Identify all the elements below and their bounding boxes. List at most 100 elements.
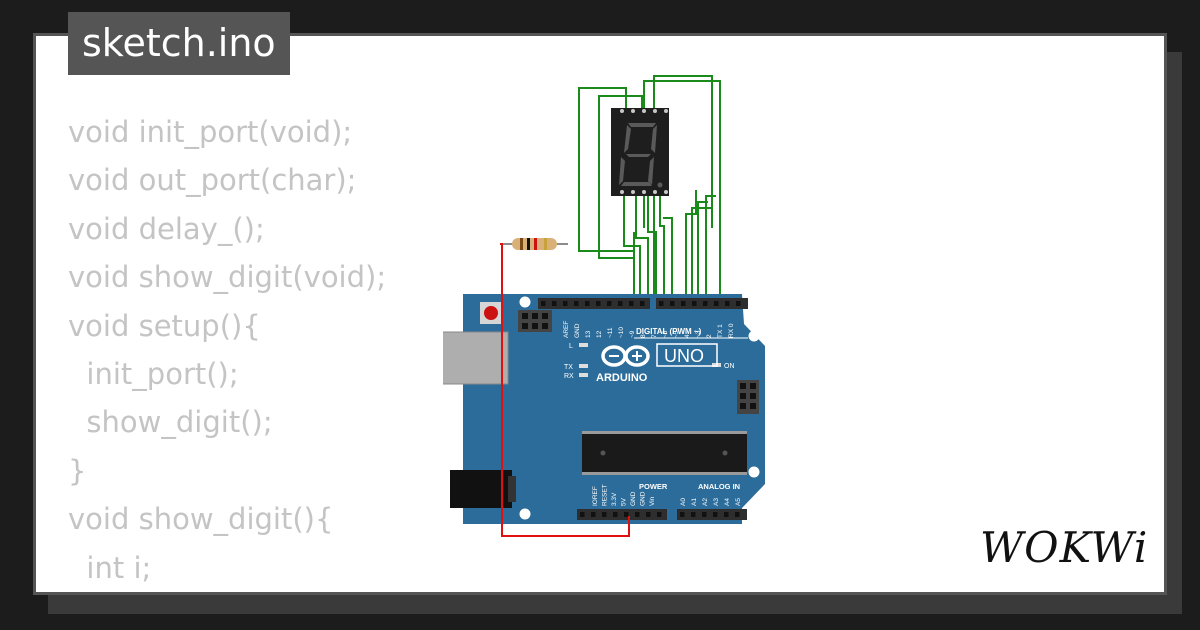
- pin-label: 7: [651, 334, 658, 338]
- header-pin[interactable]: [541, 301, 546, 306]
- code-line: void delay_();: [68, 211, 265, 246]
- header-pin[interactable]: [580, 512, 585, 517]
- header-pin[interactable]: [714, 301, 719, 306]
- header-pin[interactable]: [735, 512, 740, 517]
- pin-label: GND: [640, 491, 647, 506]
- header-pin[interactable]: [702, 512, 707, 517]
- pin-label: AREF: [563, 321, 570, 338]
- header-pin[interactable]: [563, 301, 568, 306]
- preview-card: void init_port(void); void out_port(char…: [33, 33, 1167, 595]
- wire-6: [623, 190, 641, 298]
- code-line: void setup(){: [68, 308, 261, 343]
- pin-label: 2: [706, 334, 713, 338]
- pin-label: A1: [691, 498, 698, 506]
- wire-8: [647, 190, 657, 298]
- header-wire-ends: [578, 228, 655, 298]
- brand-text: ARDUINO: [596, 372, 648, 384]
- pin-label: ~11: [607, 327, 614, 338]
- header-pin[interactable]: [552, 301, 557, 306]
- header-pin[interactable]: [724, 512, 729, 517]
- header-pin[interactable]: [659, 301, 664, 306]
- wire-7: [635, 190, 649, 298]
- code-preview: void init_port(void); void out_port(char…: [68, 108, 1164, 592]
- pin-label: A3: [713, 498, 720, 506]
- header-analog: [677, 509, 747, 520]
- analog-label: ANALOG IN: [698, 482, 740, 491]
- pin-label: A5: [735, 498, 742, 506]
- header-pin[interactable]: [657, 512, 662, 517]
- header-pin[interactable]: [607, 301, 612, 306]
- header-power: [577, 509, 667, 520]
- code-line: int i;: [68, 550, 152, 585]
- wire-13: [697, 201, 708, 298]
- pin-label: GND: [630, 491, 637, 506]
- header-pin[interactable]: [703, 301, 708, 306]
- header-pin[interactable]: [585, 301, 590, 306]
- model-text: UNO: [664, 346, 704, 366]
- header-pin[interactable]: [574, 301, 579, 306]
- header-pin[interactable]: [591, 512, 596, 517]
- led-l-label: L: [569, 343, 573, 350]
- display-segments: [619, 123, 663, 188]
- pin-label: ~9: [629, 330, 636, 338]
- pin-label: A2: [702, 498, 709, 506]
- code-line: init_port();: [68, 357, 239, 392]
- pin-label: 12: [596, 330, 603, 338]
- arduino-infinity-icon: [601, 345, 650, 367]
- led-rx-label: RX: [564, 373, 574, 380]
- pin-label: Vin: [649, 496, 656, 506]
- header-pin[interactable]: [725, 301, 730, 306]
- circuit-diagram: DIGITAL (PWM ~) AREF GND 13 12 ~11 ~10 ~9 87 ~6 ~…: [443, 75, 765, 537]
- header-pin[interactable]: [635, 512, 640, 517]
- header-pin[interactable]: [691, 512, 696, 517]
- code-line: void show_digit(void);: [68, 260, 387, 295]
- code-line: void show_digit(){: [68, 502, 334, 537]
- atmega-chip: [582, 434, 747, 472]
- digital-label: DIGITAL (PWM ~): [636, 327, 702, 336]
- header-pin[interactable]: [646, 512, 651, 517]
- wire-10: [663, 217, 673, 298]
- led-tx-label: TX: [564, 364, 573, 371]
- header-top-left: [538, 298, 650, 309]
- pin-label: RESET: [602, 484, 609, 506]
- code-line: }: [68, 453, 87, 488]
- header-pin[interactable]: [613, 512, 618, 517]
- pin-label: 8: [640, 334, 647, 338]
- header-pin[interactable]: [670, 301, 675, 306]
- pin-label: 13: [585, 330, 592, 338]
- file-tab[interactable]: sketch.ino: [68, 12, 290, 75]
- header-pin[interactable]: [624, 512, 629, 517]
- pin-label: A4: [724, 498, 731, 506]
- header-pin[interactable]: [681, 301, 686, 306]
- pin-label: ~3: [695, 330, 702, 338]
- code-line: show_digit();: [68, 405, 273, 440]
- pin-label: ~5: [673, 330, 680, 338]
- usb-port: [443, 331, 509, 385]
- pin-label: IOREF: [592, 486, 599, 506]
- header-pin[interactable]: [618, 301, 623, 306]
- header-pin[interactable]: [680, 512, 685, 517]
- header-pin[interactable]: [713, 512, 718, 517]
- wire-9: [659, 190, 665, 298]
- power-label: POWER: [639, 482, 668, 491]
- header-top-right: [656, 298, 748, 309]
- header-pin[interactable]: [602, 512, 607, 517]
- header-pin[interactable]: [640, 301, 645, 306]
- code-line: void init_port(void);: [68, 115, 353, 149]
- seven-segment-display[interactable]: [611, 108, 669, 196]
- header-pin[interactable]: [736, 301, 741, 306]
- pin-label: A0: [680, 498, 687, 506]
- header-pin[interactable]: [692, 301, 697, 306]
- header-pin[interactable]: [629, 301, 634, 306]
- pin-label: ~10: [618, 327, 625, 338]
- header-pin[interactable]: [596, 301, 601, 306]
- pin-label: ~6: [662, 330, 669, 338]
- wire-14: [705, 195, 716, 298]
- pin-label: 5V: [621, 497, 628, 506]
- resistor[interactable]: [500, 238, 568, 250]
- wire-12: [691, 207, 712, 298]
- pin-label: 3.3V: [611, 492, 618, 506]
- wokwi-logo-text: WOKWi: [980, 524, 1146, 572]
- led-on-label: ON: [724, 363, 735, 370]
